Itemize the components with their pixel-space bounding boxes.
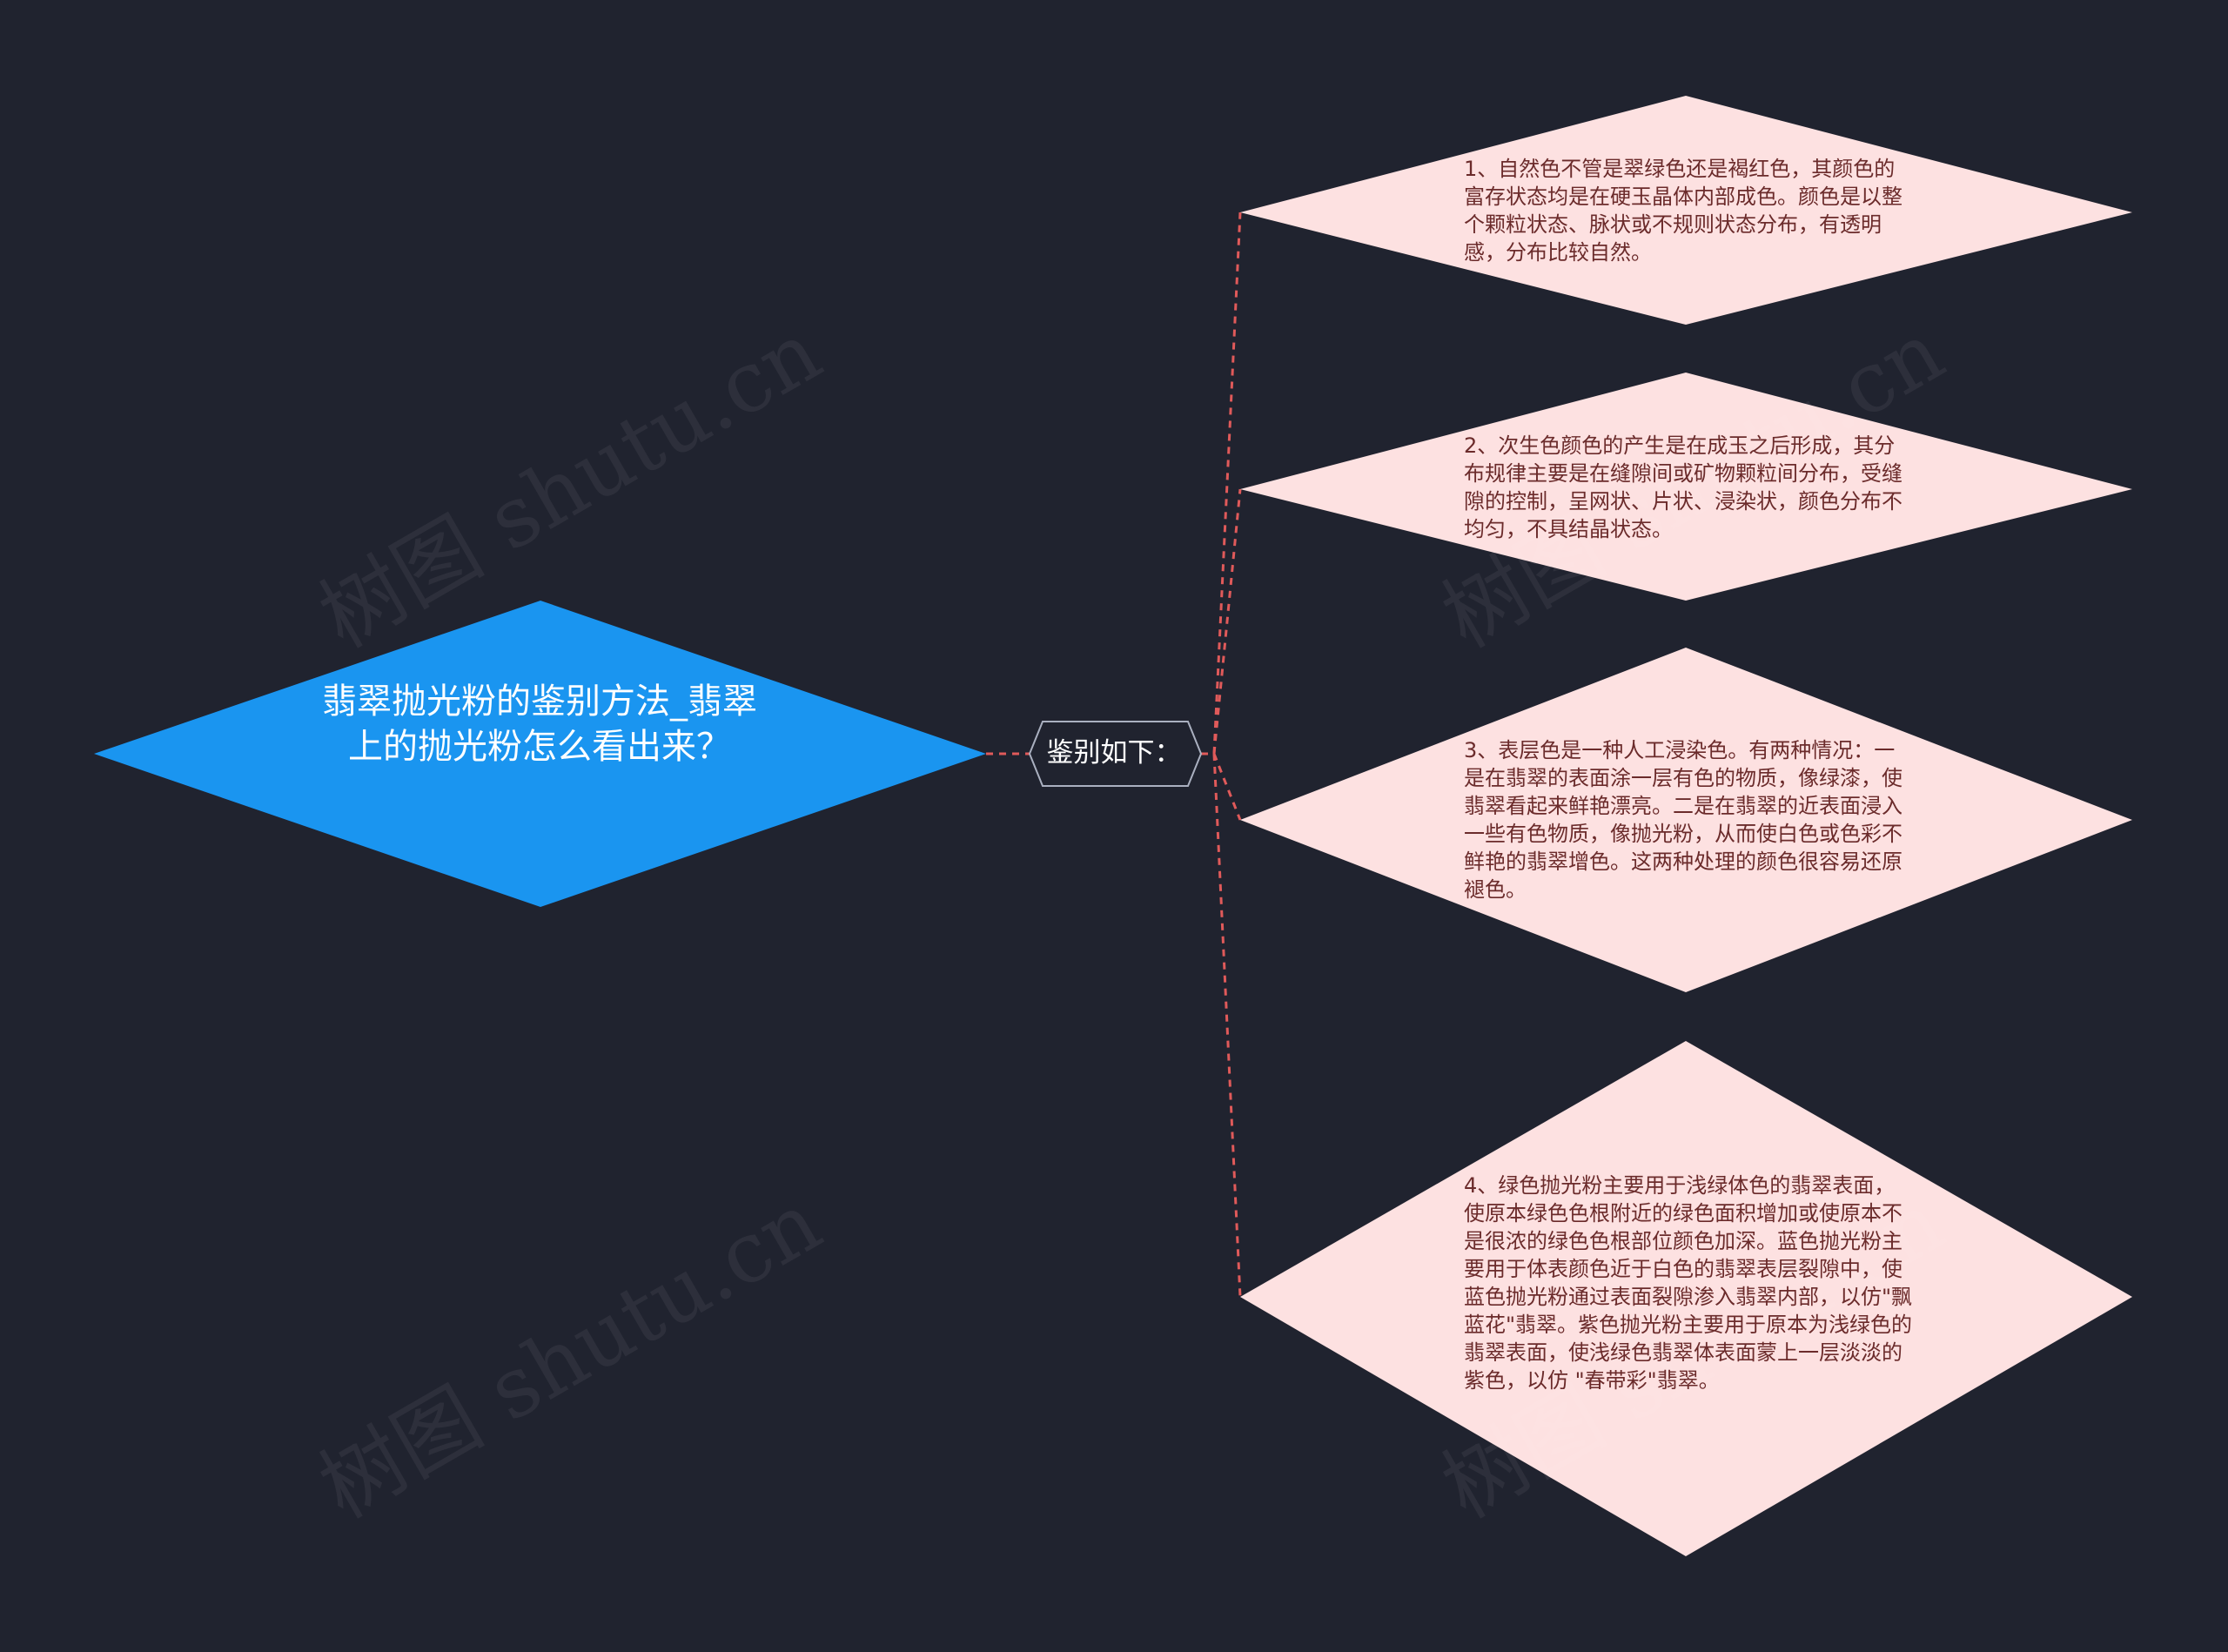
leaf-node-4[interactable] [1240,1041,2132,1556]
leaf-node-2[interactable] [1240,373,2132,601]
leaf-node-1[interactable] [1240,96,2132,325]
connector-middle-to-leaf-1 [1201,212,1242,755]
root-node-label: 翡翠抛光粉的鉴别方法_翡翠上的抛光粉怎么看出来？ [322,682,757,767]
middle-node-label: 鉴别如下： [1046,737,1182,769]
leaf-node-3[interactable] [1240,648,2132,992]
root-node[interactable] [94,601,986,907]
middle-node[interactable] [1028,721,1203,787]
leaf-node-2-label: 2、次生色颜色的产生是在成玉之后形成，其分布规律主要是在缝隙间或矿物颗粒间分布，… [1464,433,1903,541]
connector-middle-to-leaf-4 [1201,752,1242,1298]
connectors [986,212,1242,1298]
leaf-node-4-label: 4、绿色抛光粉主要用于浅绿体色的翡翠表面，使原本绿色色根附近的绿色面积增加或使原… [1464,1173,1913,1393]
leaf-node-3-label: 3、表层色是一种人工浸染色。有两种情况：一是在翡翠的表面涂一层有色的物质，像绿漆… [1464,738,1903,902]
connector-middle-to-leaf-3 [1201,752,1242,821]
leaf-node-1-label: 1、自然色不管是翠绿色还是褐红色，其颜色的富存状态均是在硬玉晶体内部成色。颜色是… [1464,157,1903,265]
